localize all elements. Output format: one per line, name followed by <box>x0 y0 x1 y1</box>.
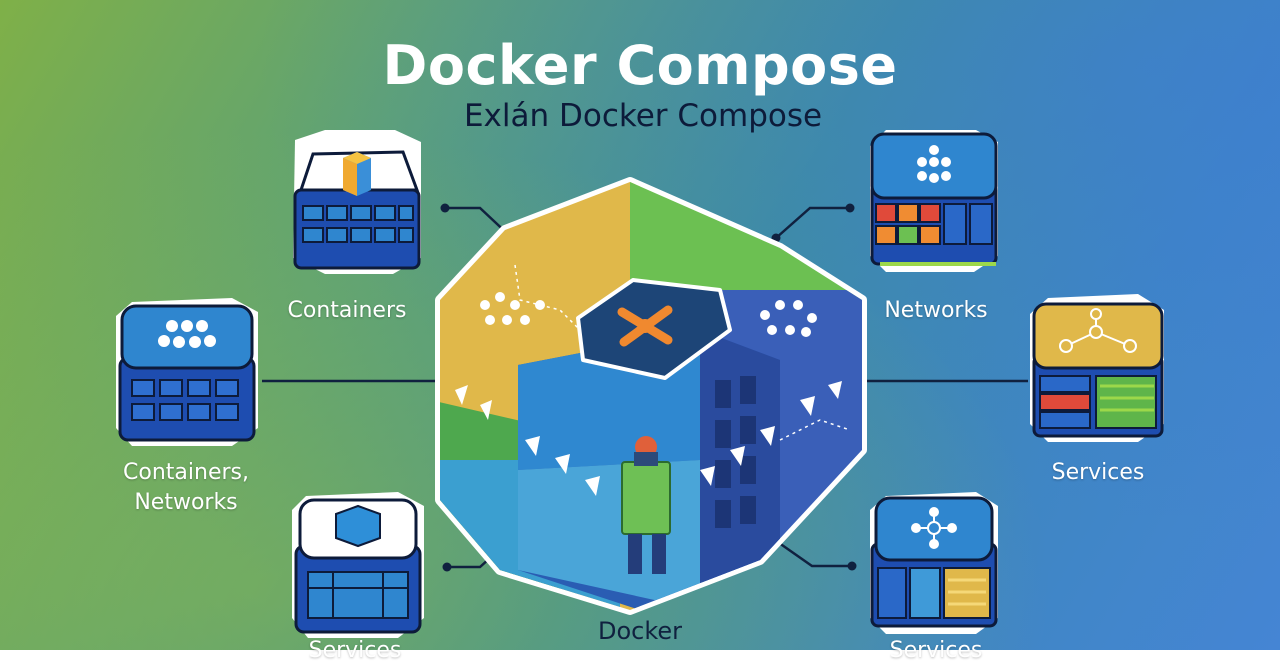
cube-icon <box>335 504 381 548</box>
containers-networks-box-icon <box>116 298 258 446</box>
label-containers-networks-line2: Networks <box>134 490 238 515</box>
label-containers-networks: Containers, Networks <box>106 458 266 518</box>
person-figure <box>621 436 671 574</box>
dots-grid-icon <box>917 145 951 183</box>
page-title: Docker Compose <box>382 34 898 97</box>
containers-box-icon <box>293 130 421 274</box>
dots-grid-icon <box>158 320 216 348</box>
connector-top-right <box>775 206 850 239</box>
label-containers-networks-line1: Containers, <box>123 460 249 485</box>
connector-bottom-right <box>771 536 852 568</box>
label-services-bottom-right: Services <box>889 638 983 663</box>
networks-box-icon <box>870 130 998 272</box>
label-services-right: Services <box>1051 460 1145 485</box>
label-networks: Networks <box>884 298 988 323</box>
label-containers: Containers <box>287 298 407 323</box>
services-box-icon-left <box>292 492 424 638</box>
label-services-bottom-left: Services <box>308 638 402 663</box>
services-box-icon-right <box>1030 294 1164 442</box>
diagram-canvas <box>116 130 1164 638</box>
docker-hub-hexagon <box>435 177 867 615</box>
label-docker: Docker <box>597 617 683 645</box>
cube-icon <box>343 152 371 196</box>
page-subtitle: Exlán Docker Compose <box>463 98 823 134</box>
network-nodes-icon <box>911 507 957 549</box>
network-nodes-icon <box>1059 308 1137 353</box>
services-box-icon-bottom-right <box>870 492 998 634</box>
